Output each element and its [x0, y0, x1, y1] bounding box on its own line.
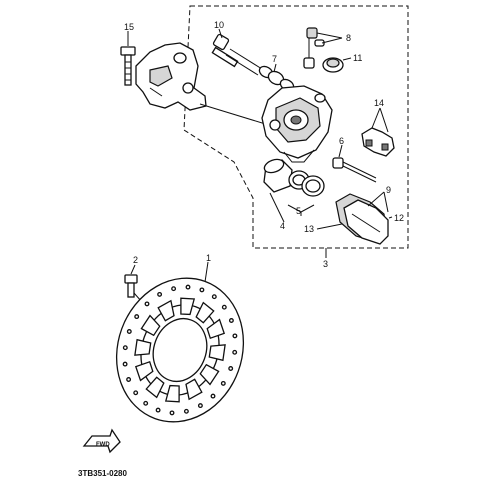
callout-1: 1 — [206, 253, 211, 263]
callout-13: 13 — [304, 224, 314, 234]
part-2-disc-bolt — [124, 274, 138, 298]
assembly-boundary — [183, 5, 409, 249]
part-9-brake-pads — [335, 193, 389, 245]
disc-slot — [208, 344, 226, 362]
disc-slot — [185, 378, 203, 401]
part-4-piston — [263, 158, 293, 193]
disc-hole — [122, 345, 128, 351]
part-15-bolt — [120, 46, 136, 86]
caliper-body — [261, 85, 333, 163]
fwd-label: FWD — [96, 442, 110, 448]
disc-hole — [122, 361, 128, 367]
callout-7: 7 — [272, 54, 277, 64]
disc-hole — [133, 390, 139, 396]
callout-14: 14 — [374, 98, 384, 108]
disc-slot — [195, 301, 215, 324]
disc-hole — [228, 366, 234, 371]
disc-hole — [183, 408, 189, 414]
caliper-bracket — [135, 42, 207, 111]
diagram-code: 3TB351-0280 — [78, 469, 127, 478]
callout-15: 15 — [124, 22, 134, 32]
disc-hole — [221, 304, 227, 310]
callout-9: 9 — [386, 185, 391, 195]
disc-slot — [134, 360, 154, 382]
disc-slot — [164, 384, 180, 403]
disc-slot — [140, 314, 161, 337]
disc-hole — [126, 377, 132, 382]
part-10-pin-bolt — [211, 33, 263, 76]
callout-6: 6 — [339, 136, 344, 146]
disc-slot — [145, 376, 165, 399]
part-6-pin — [332, 157, 377, 183]
disc-hole — [126, 329, 132, 334]
part-11-cap — [322, 57, 344, 73]
disc-hole — [185, 284, 191, 290]
disc-slot — [180, 297, 196, 316]
callout-5: 5 — [296, 206, 301, 216]
disc-slot — [157, 299, 175, 322]
part-14-pad-spring — [361, 127, 395, 157]
disc-hole — [134, 314, 140, 320]
callout-10: 10 — [214, 20, 224, 30]
disc-hole — [210, 393, 216, 399]
disc-hole — [171, 286, 177, 292]
callout-2: 2 — [133, 255, 138, 265]
callout-3: 3 — [323, 259, 328, 269]
disc-hole — [211, 294, 217, 300]
disc-hole — [232, 333, 238, 339]
part-8-bleed-screw — [303, 27, 325, 69]
disc-hole — [199, 287, 205, 293]
disc-hole — [220, 380, 226, 386]
disc-hole — [169, 410, 175, 416]
disc-hole — [197, 403, 203, 409]
callout-8: 8 — [346, 33, 351, 43]
disc-slot — [206, 318, 226, 340]
callout-12: 12 — [394, 213, 404, 223]
disc-hole — [144, 301, 150, 307]
forward-arrow-icon: FWD — [82, 428, 121, 454]
callout-4: 4 — [280, 221, 285, 231]
disc-slot — [134, 338, 152, 356]
disc-hole — [157, 291, 163, 297]
disc-hole — [143, 400, 149, 406]
disc-slot — [199, 363, 220, 386]
callout-11: 11 — [353, 53, 362, 63]
disc-hole — [155, 407, 161, 413]
part-1-brake-disc — [115, 277, 245, 423]
disc-hole — [228, 318, 234, 323]
disc-hole — [232, 349, 238, 355]
part-5-seals — [288, 170, 325, 197]
